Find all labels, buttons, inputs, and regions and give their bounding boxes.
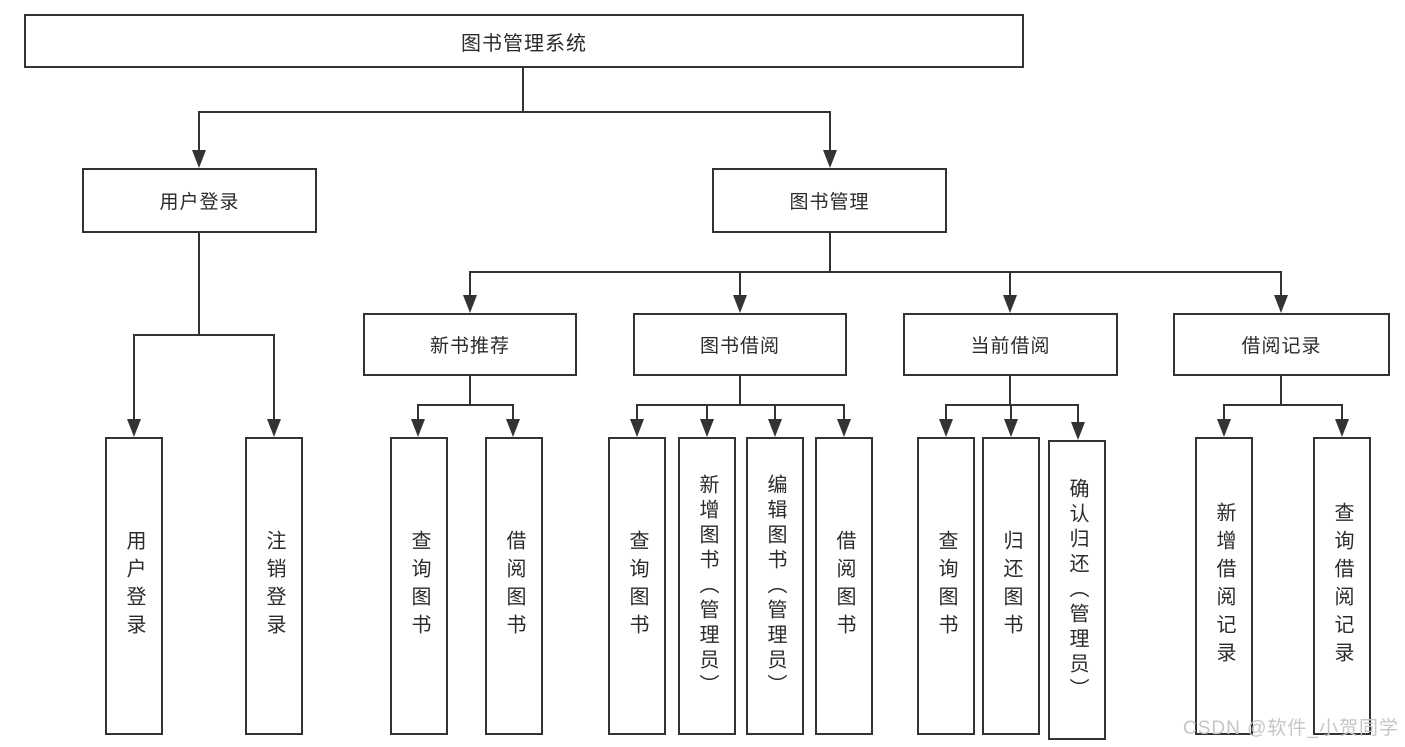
node-new-book-recommendation: 新书推荐 [363,313,577,376]
leaf-edit-books-admin: 编辑图书（管理员） [746,437,804,735]
node-book-management: 图书管理 [712,168,947,233]
csdn-watermark: CSDN @软件_小贺同学 [1183,718,1399,739]
node-book-management-system: 图书管理系统 [24,14,1024,68]
node-current-borrowing: 当前借阅 [903,313,1118,376]
connector-current-borrow-to-leaves [939,376,1085,440]
connector-book-borrow-to-leaves [630,376,851,437]
connector-borrow-records-to-leaves [1217,376,1349,437]
leaf-borrow-books: 借阅图书 [815,437,873,735]
leaf-user-login: 用户登录 [105,437,163,735]
connector-new-book-to-leaves [411,376,520,437]
leaf-logout: 注销登录 [245,437,303,735]
leaf-return-books: 归还图书 [982,437,1040,735]
leaf-borrow-books-recommendation: 借阅图书 [485,437,543,735]
connector-user-login-to-leaves [127,233,281,437]
node-book-borrowing: 图书借阅 [633,313,847,376]
connector-root-to-level2 [192,68,837,168]
leaf-query-borrow-record: 查询借阅记录 [1313,437,1371,735]
leaf-confirm-return-admin: 确认归还（管理员） [1048,440,1106,740]
connector-book-mgmt-to-level3 [463,233,1288,313]
leaf-add-books-admin: 新增图书（管理员） [678,437,736,735]
node-borrowing-records: 借阅记录 [1173,313,1390,376]
leaf-query-books-recommendation: 查询图书 [390,437,448,735]
leaf-query-books-current: 查询图书 [917,437,975,735]
node-user-login: 用户登录 [82,168,317,233]
leaf-query-books-borrowing: 查询图书 [608,437,666,735]
leaf-add-borrow-record: 新增借阅记录 [1195,437,1253,735]
